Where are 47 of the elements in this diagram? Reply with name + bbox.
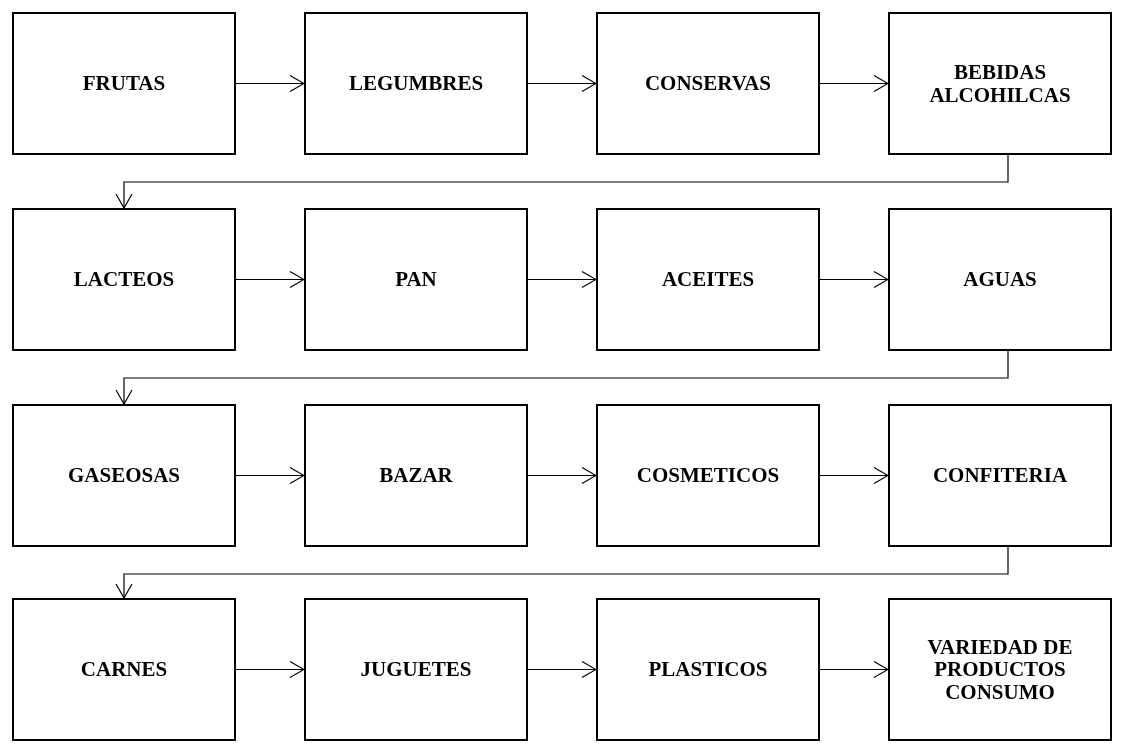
arrow xyxy=(235,660,305,679)
category-box xyxy=(12,208,236,351)
category-box xyxy=(304,598,528,741)
category-label: GASEOSAS xyxy=(66,464,181,487)
arrow xyxy=(235,466,305,485)
arrow xyxy=(819,270,889,289)
category-box xyxy=(304,404,528,547)
category-box xyxy=(888,404,1112,547)
category-box xyxy=(596,598,820,741)
category-box xyxy=(888,208,1112,351)
category-box xyxy=(304,12,528,155)
arrow xyxy=(527,74,597,93)
arrow xyxy=(527,466,597,485)
category-label: ACEITES xyxy=(660,268,756,291)
category-label: LEGUMBRES xyxy=(347,72,485,95)
category-box xyxy=(596,404,820,547)
category-box xyxy=(12,404,236,547)
arrow xyxy=(115,154,1009,209)
arrow xyxy=(115,546,1009,599)
category-label: JUGUETES xyxy=(359,658,473,681)
category-box xyxy=(12,598,236,741)
category-box xyxy=(304,208,528,351)
arrow xyxy=(819,74,889,93)
arrow xyxy=(819,660,889,679)
arrow xyxy=(527,270,597,289)
category-label: PAN xyxy=(394,268,438,291)
category-label: PLASTICOS xyxy=(647,658,769,681)
arrow xyxy=(235,270,305,289)
arrow xyxy=(235,74,305,93)
category-label: VARIEDAD DE PRODUCTOS CONSUMO xyxy=(926,636,1074,703)
category-label: CONSERVAS xyxy=(643,72,773,95)
arrow xyxy=(115,350,1009,405)
category-box xyxy=(596,208,820,351)
category-label: AGUAS xyxy=(962,268,1038,291)
category-box xyxy=(888,12,1112,155)
category-label: LACTEOS xyxy=(72,268,176,291)
category-label: BEBIDAS ALCOHILCAS xyxy=(928,61,1072,106)
category-label: CARNES xyxy=(79,658,169,681)
category-label: BAZAR xyxy=(378,464,454,487)
category-label: FRUTAS xyxy=(81,72,167,95)
category-box xyxy=(596,12,820,155)
category-box xyxy=(12,12,236,155)
category-label: CONFITERIA xyxy=(931,464,1069,487)
arrow xyxy=(819,466,889,485)
category-label: COSMETICOS xyxy=(635,464,781,487)
arrow xyxy=(527,660,597,679)
category-box xyxy=(888,598,1112,741)
